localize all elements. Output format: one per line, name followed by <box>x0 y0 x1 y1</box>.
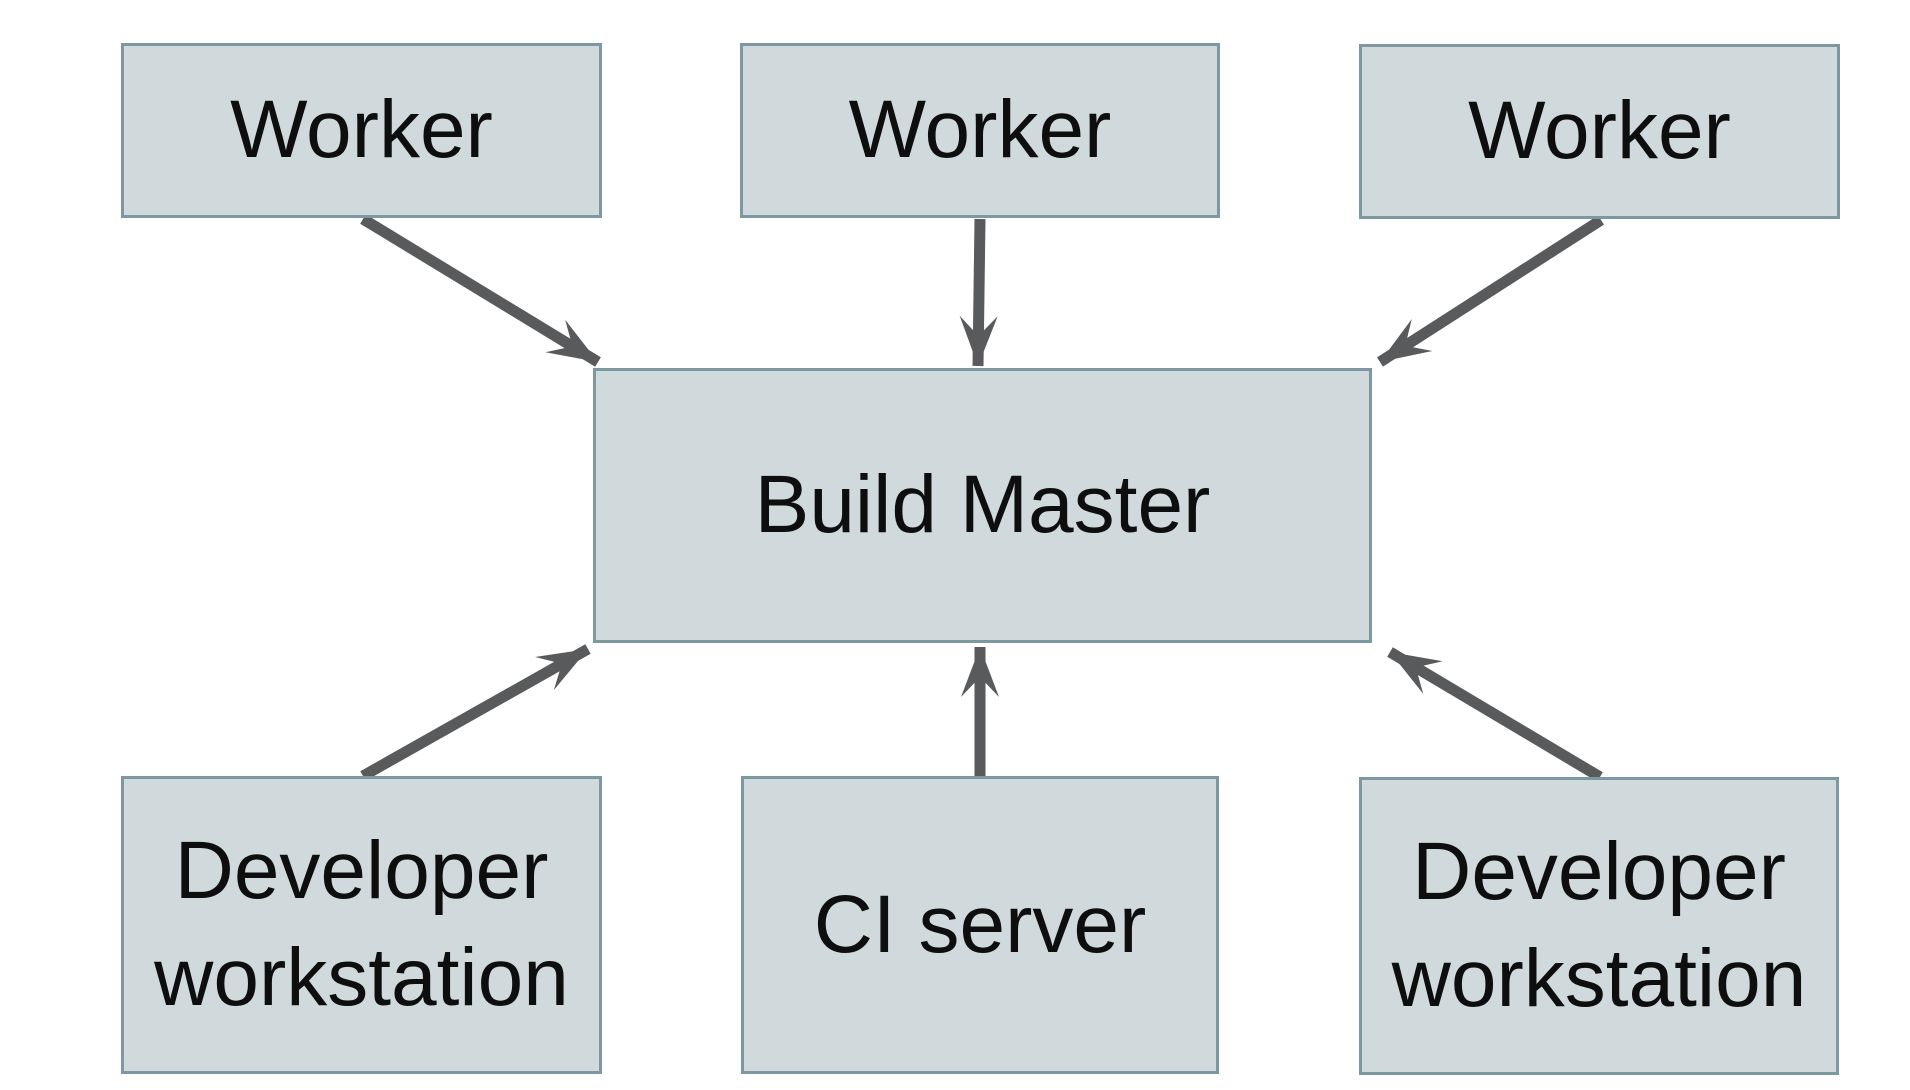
node-worker-3: Worker <box>1359 44 1840 219</box>
node-build-master: Build Master <box>593 368 1372 643</box>
node-worker-3-label: Worker <box>1468 85 1731 177</box>
arrow-developer-workstation-left-to-build-master <box>360 644 591 781</box>
node-build-master-label: Build Master <box>754 459 1211 551</box>
node-worker-2: Worker <box>740 43 1220 218</box>
node-worker-1-label: Worker <box>230 84 493 176</box>
node-worker-1: Worker <box>121 43 602 218</box>
arrow-worker-left-to-build-master <box>360 214 601 367</box>
node-ci-server: CI server <box>741 776 1219 1074</box>
node-ci-server-label: CI server <box>813 878 1147 970</box>
node-worker-2-label: Worker <box>848 84 1112 176</box>
node-developer-workstation-1: Developer workstation <box>121 776 602 1074</box>
arrow-developer-workstation-right-to-build-master <box>1387 647 1603 782</box>
node-developer-workstation-2-label: Developer workstation <box>1391 826 1807 1024</box>
arrow-worker-right-to-build-master <box>1377 215 1604 367</box>
arrow-worker-middle-to-build-master <box>959 218 998 367</box>
node-developer-workstation-1-label: Developer workstation <box>154 825 569 1023</box>
node-developer-workstation-2: Developer workstation <box>1359 777 1839 1075</box>
